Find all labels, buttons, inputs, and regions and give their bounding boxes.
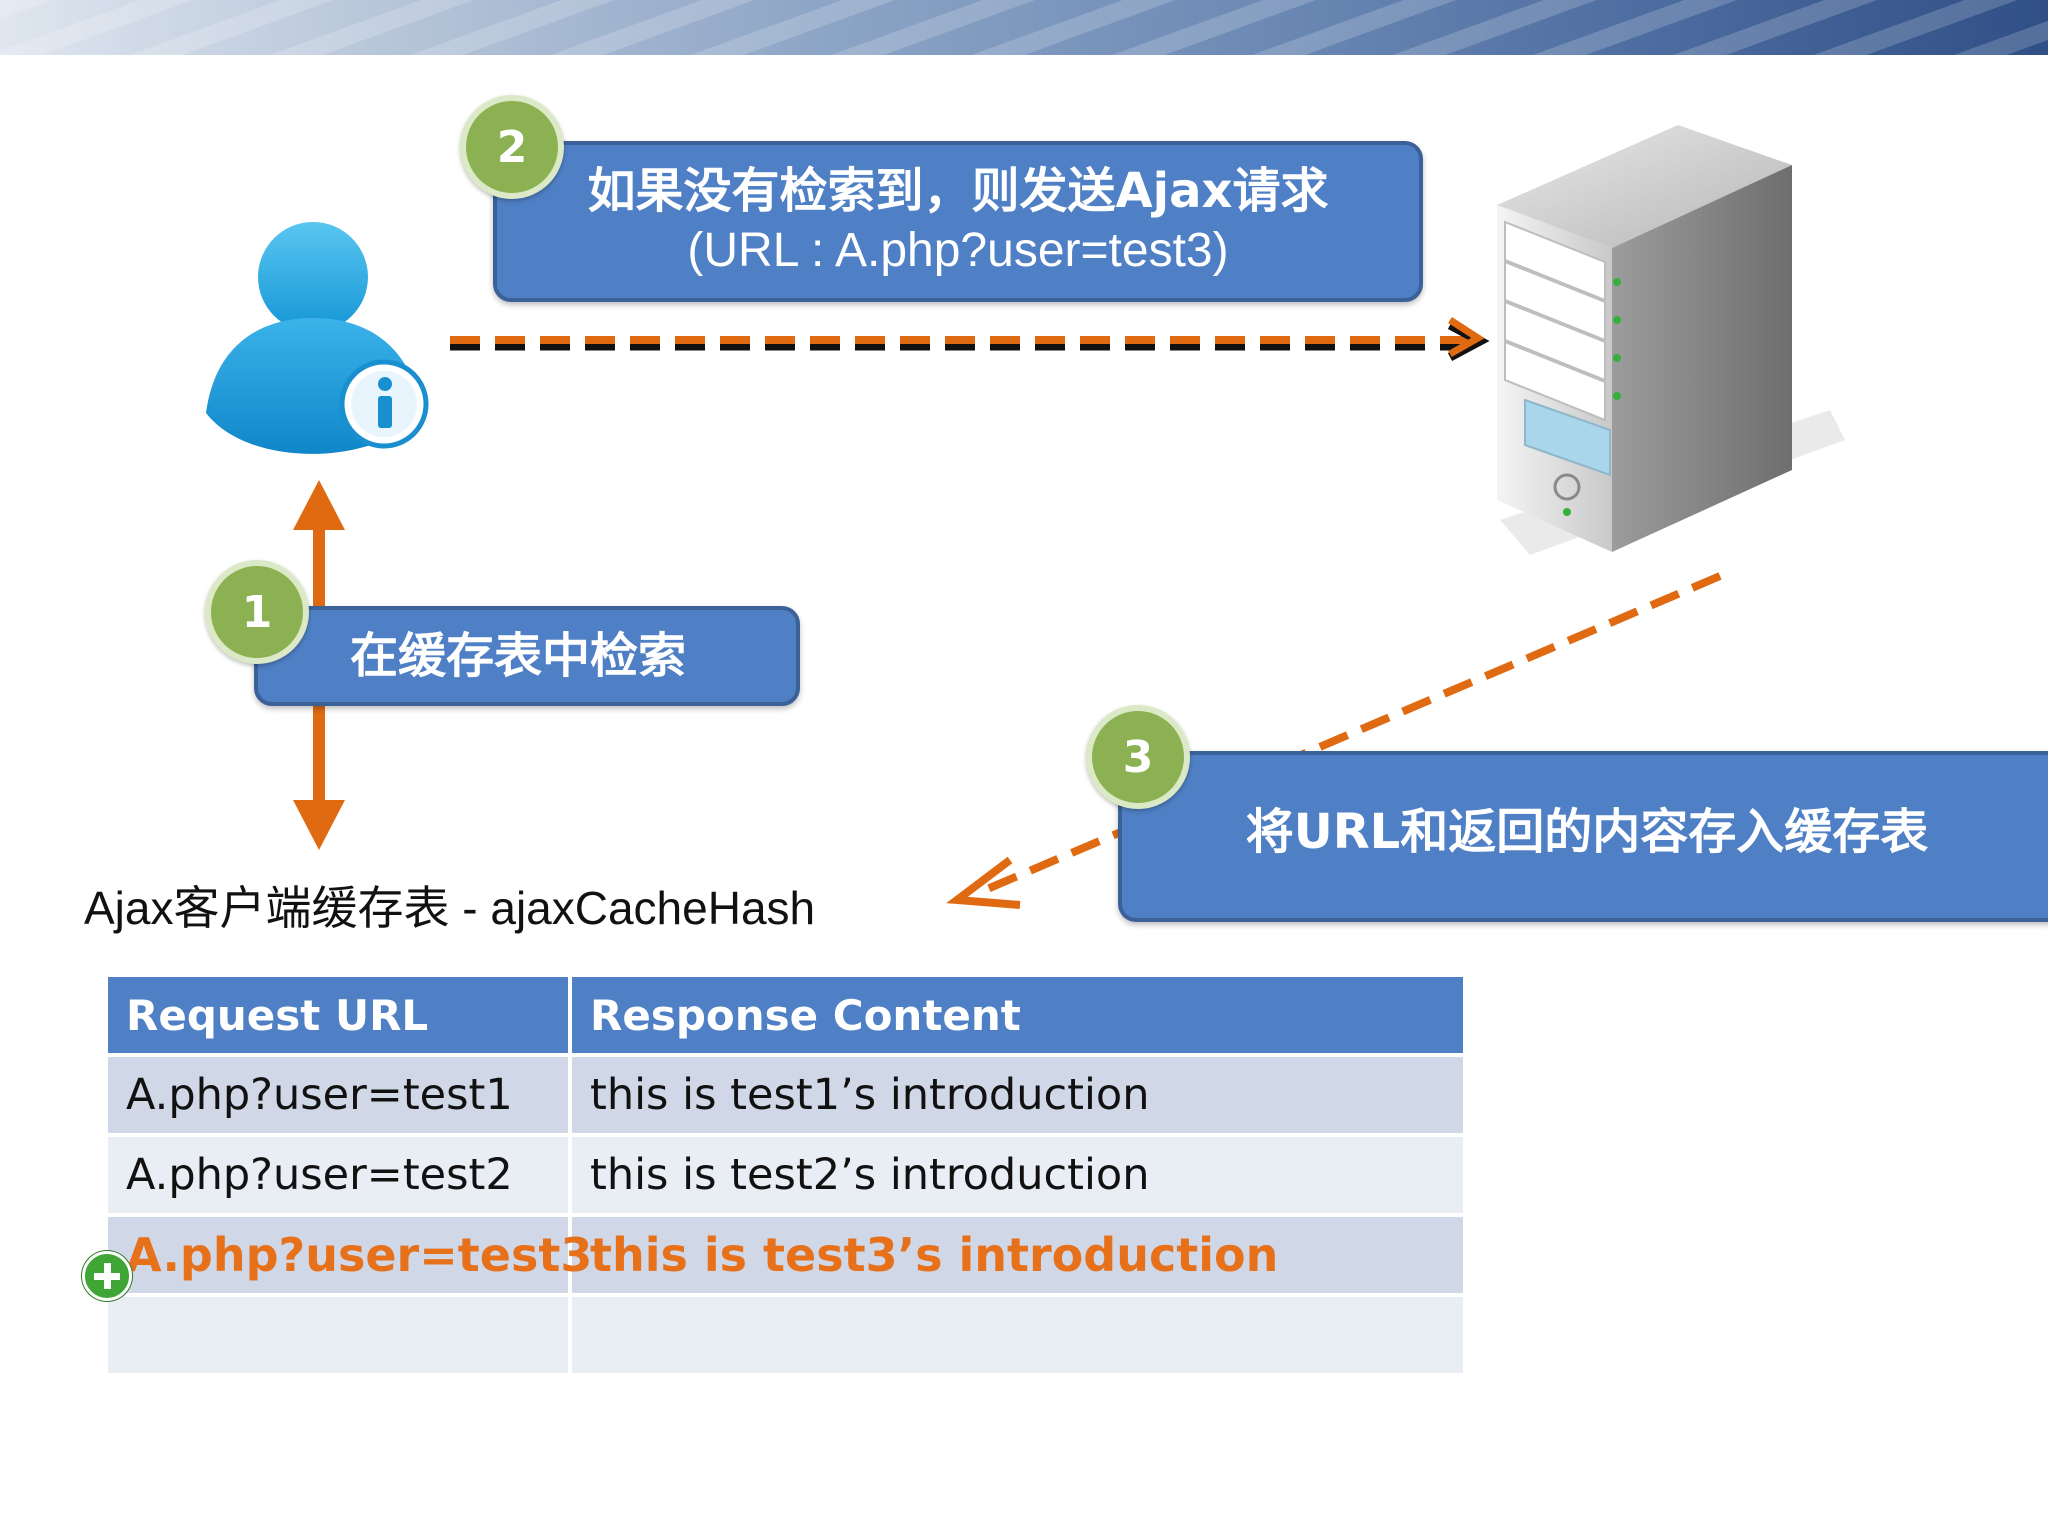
step-3-badge: 3	[1086, 705, 1190, 809]
request-callout-line1: 如果没有检索到，则发送Ajax请求	[587, 163, 1329, 219]
request-callout-line2: (URL : A.php?user=test3)	[687, 224, 1229, 277]
cell-url	[108, 1297, 568, 1373]
user-info-icon	[206, 222, 429, 454]
add-plus-icon	[82, 1251, 132, 1301]
cell-url: A.php?user=test3	[108, 1217, 592, 1293]
request-callout: 如果没有检索到，则发送Ajax请求 (URL : A.php?user=test…	[493, 141, 1423, 302]
store-callout-label: 将URL和返回的内容存入缓存表	[1245, 804, 1929, 860]
step-2-badge: 2	[460, 95, 564, 199]
slide-top-banner	[0, 0, 2048, 55]
step-1-badge: 1	[205, 560, 309, 664]
cell-content: this is test3’s introduction	[572, 1217, 1463, 1293]
header-request-url: Request URL	[108, 977, 568, 1053]
cell-url: A.php?user=test1	[108, 1057, 568, 1133]
server-tower-icon	[1497, 125, 1845, 555]
table-row-new: A.php?user=test3 this is test3’s introdu…	[108, 1217, 1463, 1293]
store-arrow	[946, 572, 1722, 909]
table-row: A.php?user=test2 this is test2’s introdu…	[108, 1137, 1463, 1213]
header-response-content: Response Content	[572, 977, 1463, 1053]
lookup-callout: 在缓存表中检索	[254, 606, 800, 706]
cache-table: Request URL Response Content A.php?user=…	[104, 973, 1467, 1377]
table-header-row: Request URL Response Content	[108, 977, 1463, 1053]
lookup-callout-label: 在缓存表中检索	[350, 628, 687, 684]
table-row: A.php?user=test1 this is test1’s introdu…	[108, 1057, 1463, 1133]
store-callout: 将URL和返回的内容存入缓存表	[1118, 751, 2048, 922]
cell-content: this is test1’s introduction	[572, 1057, 1463, 1133]
cache-table-title: Ajax客户端缓存表 - ajaxCacheHash	[84, 882, 816, 934]
cell-content: this is test2’s introduction	[572, 1137, 1463, 1213]
request-arrow	[450, 317, 1490, 361]
cell-url: A.php?user=test2	[108, 1137, 568, 1213]
cell-content	[572, 1297, 1463, 1373]
table-row-empty	[108, 1297, 1463, 1373]
